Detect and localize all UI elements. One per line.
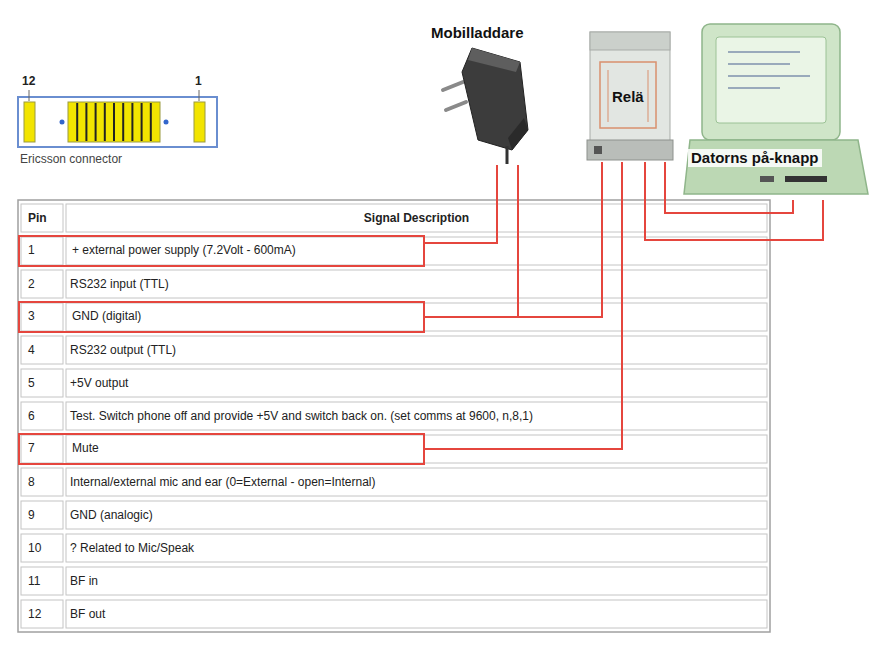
table-cell (66, 435, 767, 463)
red-wire (425, 162, 602, 317)
table-cell (21, 534, 63, 562)
text-label: Datorns på-knapp (688, 149, 822, 167)
table-cell (21, 567, 63, 595)
text-label: 10 (26, 541, 43, 555)
red-wire (425, 162, 622, 449)
text-label: 6 (26, 409, 37, 423)
relay-node: Relä (585, 30, 670, 162)
computer-node: Datorns på-knapp (680, 18, 884, 200)
text-label: 5 (26, 376, 37, 390)
red-wire (425, 165, 518, 317)
charger-picture (443, 48, 528, 164)
text-label: BF out (68, 607, 107, 621)
text-label: 7 (26, 441, 37, 455)
text-label: GND (analogic) (68, 508, 155, 522)
text-label: Internal/external mic and ear (0=Externa… (68, 475, 378, 489)
text-label: Pin (26, 211, 49, 225)
text-label: BF in (68, 574, 100, 588)
table-cell (66, 468, 767, 496)
text-label: RS232 input (TTL) (68, 277, 171, 291)
table-cell (21, 303, 63, 331)
table-cell (21, 435, 63, 463)
table-cell (21, 402, 63, 430)
text-label: Mute (70, 441, 101, 455)
table-cell (66, 204, 767, 232)
table-cell (21, 600, 63, 628)
text-label: Test. Switch phone off and provide +5V a… (68, 409, 535, 423)
text-label: 3 (26, 309, 37, 323)
table-cell (21, 336, 63, 364)
text-label: ? Related to Mic/Speak (68, 541, 196, 555)
text-label: Ericsson connector (20, 152, 122, 166)
text-label: Mobilladdare (431, 24, 524, 42)
text-label: 1 (195, 74, 202, 88)
text-label: 2 (26, 277, 37, 291)
text-label: 12 (22, 74, 35, 88)
pin-row-box: 3 GND (digital) (18, 301, 425, 333)
ericsson-connector (18, 90, 217, 147)
text-label: 12 (26, 607, 43, 621)
table-cell (66, 237, 767, 265)
text-label: Relä (609, 88, 647, 106)
red-wire (645, 162, 823, 240)
red-wire (425, 165, 497, 243)
text-label: 1 (26, 243, 37, 257)
table-cell (66, 501, 767, 529)
table-cell (66, 270, 767, 298)
table-cell (21, 468, 63, 496)
text-label: +5V output (68, 376, 130, 390)
charger-node: Mobilladdare (425, 18, 560, 165)
text-label: 4 (26, 343, 37, 357)
table-cell (21, 270, 63, 298)
table-cell (66, 600, 767, 628)
table-frame (18, 200, 770, 632)
table-cell (21, 204, 63, 232)
text-label: + external power supply (7.2Volt - 600mA… (70, 243, 298, 257)
table-cell (66, 534, 767, 562)
text-label: Signal Description (66, 211, 767, 225)
text-label: GND (digital) (70, 309, 143, 323)
red-wire (665, 162, 793, 213)
pin-row-box: 1 + external power supply (7.2Volt - 600m… (18, 235, 425, 267)
table-cell (21, 237, 63, 265)
table-cell (66, 336, 767, 364)
table-cell (66, 567, 767, 595)
text-label: RS232 output (TTL) (68, 343, 178, 357)
table-cell (66, 303, 767, 331)
text-label: 8 (26, 475, 37, 489)
table-grid (18, 200, 770, 632)
table-cell (66, 369, 767, 397)
computer-picture (684, 24, 868, 194)
relay-picture (587, 32, 673, 160)
table-cell (66, 402, 767, 430)
table-cell (21, 369, 63, 397)
text-label: 9 (26, 508, 37, 522)
text-label: 11 (26, 574, 42, 588)
pin-row-box: 7 Mute (18, 433, 425, 465)
table-cell (21, 501, 63, 529)
